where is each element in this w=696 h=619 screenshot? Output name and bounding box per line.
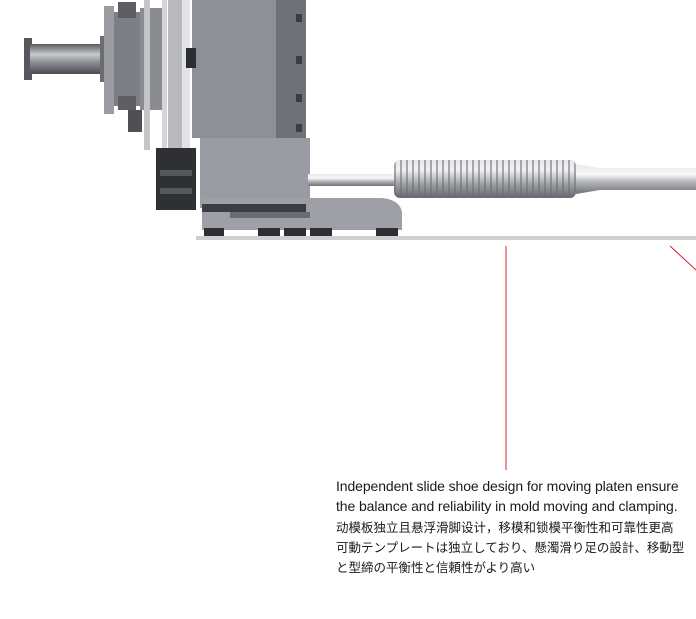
ejector-cylinder [24, 0, 190, 150]
slide-shoe [202, 198, 402, 238]
caption-japanese-line-1: 可動テンプレートは独立しており、懸濁滑り足の設計、移動型 [336, 540, 685, 555]
machine-base-line [196, 236, 696, 240]
feature-caption: Independent slide shoe design for moving… [336, 476, 696, 578]
caption-japanese-line-2: と型締の平衡性と信頼性がより高い [336, 560, 536, 575]
callout-line-secondary [669, 245, 696, 271]
caption-english-line-2: the balance and reliability in mold movi… [336, 498, 678, 514]
caption-chinese: 动模板独立且悬浮滑脚设计，移模和锁模平衡性和可靠性更高 [336, 520, 674, 535]
caption-english-line-1: Independent slide shoe design for moving… [336, 478, 679, 494]
tie-bar [308, 160, 696, 198]
moving-platen [156, 0, 310, 210]
